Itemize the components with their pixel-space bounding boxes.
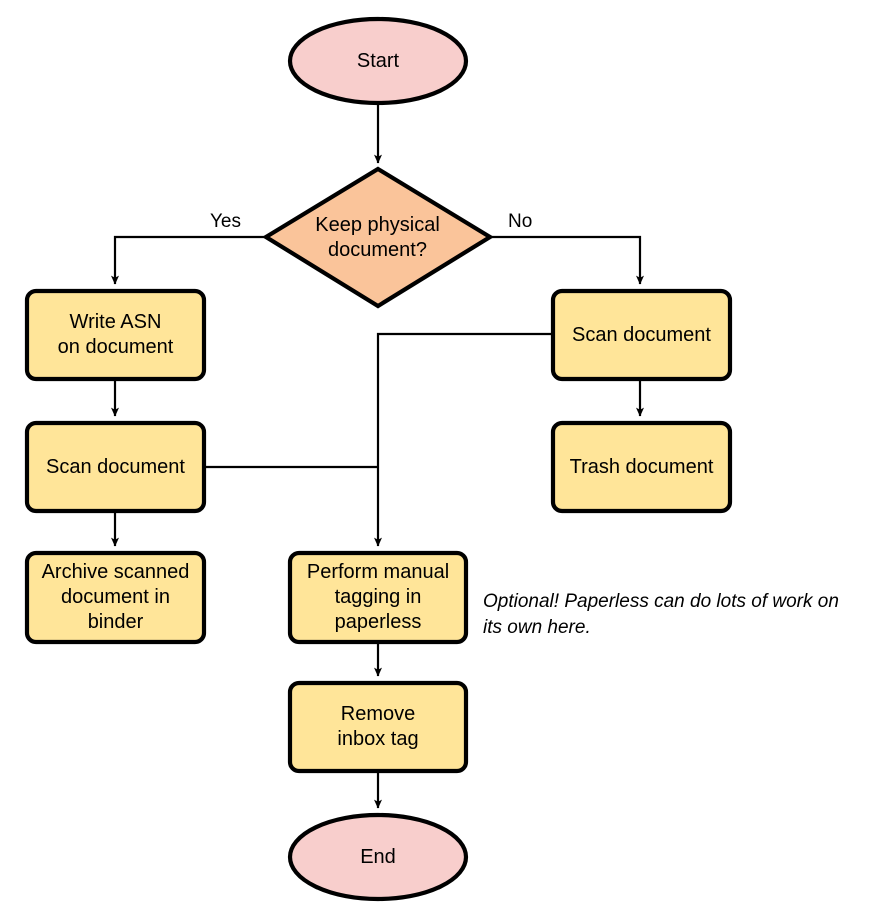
node-archive-scanned-shape[interactable] xyxy=(24,550,207,645)
node-end-shape[interactable] xyxy=(287,812,469,902)
edge-layer xyxy=(111,104,644,809)
edge-scan-right-to-tagging xyxy=(374,332,552,547)
annotation-optional-note: Optional! Paperless can do lots of work … xyxy=(483,591,839,638)
node-manual-tagging-shape[interactable] xyxy=(287,550,469,645)
node-scan-document-right-shape[interactable] xyxy=(550,288,733,382)
edge-label-yes: Yes xyxy=(210,211,241,232)
edge-label-no: No xyxy=(508,211,533,232)
node-write-asn-shape[interactable] xyxy=(24,288,207,382)
node-trash-document-shape[interactable] xyxy=(550,420,733,514)
node-layer xyxy=(24,16,733,902)
node-keep-physical-shape[interactable] xyxy=(261,166,495,309)
edge-decision-yes xyxy=(111,235,265,285)
node-scan-document-left-shape[interactable] xyxy=(24,420,207,514)
edge-decision-no xyxy=(490,235,644,285)
node-start-shape[interactable] xyxy=(287,16,469,106)
node-remove-inbox-tag-shape[interactable] xyxy=(287,680,469,774)
